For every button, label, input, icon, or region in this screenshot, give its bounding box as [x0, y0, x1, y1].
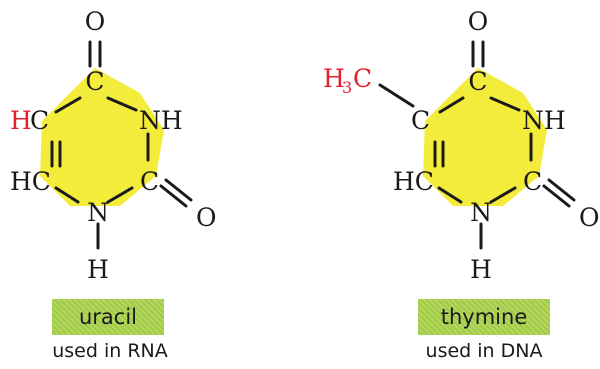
- thymine-methyl-subscript: 3: [342, 78, 352, 97]
- uracil-atom-o-right: O: [196, 203, 217, 232]
- uracil-atom-n-bottom: N: [87, 198, 109, 227]
- uracil-atom-c-right: C: [140, 167, 159, 196]
- thymine-atom-c-top: C: [468, 67, 487, 96]
- thymine-atom-c-left: C: [411, 106, 430, 135]
- thymine-caption: used in DNA: [425, 340, 543, 362]
- uracil-atom-h-bottom: H: [87, 255, 109, 284]
- uracil-name-label: uracil: [52, 299, 164, 335]
- uracil-atom-h-highlight: H: [10, 106, 32, 135]
- uracil-atom-c-upper: C: [30, 106, 49, 135]
- thymine-name-label: thymine: [418, 299, 550, 335]
- thymine-atom-o-right: O: [579, 203, 600, 232]
- thymine-methyl-c: C: [353, 64, 372, 93]
- thymine-bonds: [378, 40, 576, 250]
- uracil-atom-o-top: O: [85, 7, 106, 36]
- thymine-atom-n-bottom: N: [470, 198, 492, 227]
- thymine-methyl-h: H: [323, 64, 345, 93]
- uracil-atom-hc-lower: HC: [10, 167, 51, 196]
- thymine-molecule: O C NH H 3 C C HC C O N H: [323, 7, 600, 284]
- uracil-caption: used in RNA: [52, 340, 168, 362]
- thymine-atom-o-top: O: [468, 7, 489, 36]
- uracil-bonds: [50, 40, 193, 250]
- thymine-atom-hc-lower: HC: [393, 167, 434, 196]
- thymine-atom-h-bottom: H: [470, 255, 492, 284]
- uracil-molecule: O C NH H C HC C O N H: [10, 7, 217, 284]
- uracil-atom-nh: NH: [139, 106, 183, 135]
- thymine-atom-nh: NH: [522, 106, 566, 135]
- uracil-atom-c-top: C: [85, 67, 104, 96]
- thymine-atom-c-right: C: [523, 167, 542, 196]
